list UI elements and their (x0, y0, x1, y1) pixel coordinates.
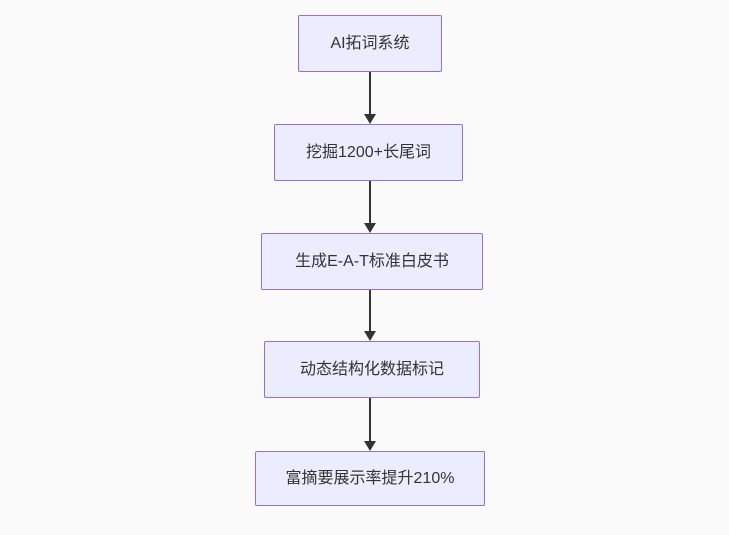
edge-line (369, 290, 371, 333)
flow-node-longtail-mining: 挖掘1200+长尾词 (274, 124, 463, 181)
flow-node-label: 富摘要展示率提升210% (285, 469, 455, 487)
edge-arrow-2 (364, 181, 376, 233)
edge-line (369, 398, 371, 443)
flow-node-label: AI拓词系统 (330, 34, 410, 52)
edge-arrow-4 (364, 398, 376, 451)
arrowhead-down-icon (364, 441, 376, 451)
arrowhead-down-icon (364, 114, 376, 124)
edge-line (369, 72, 371, 116)
flow-node-label: 挖掘1200+长尾词 (306, 143, 431, 161)
flow-node-ai-word-system: AI拓词系统 (298, 15, 442, 72)
edge-arrow-1 (364, 72, 376, 124)
flow-node-eat-whitepaper: 生成E-A-T标准白皮书 (261, 233, 483, 290)
flow-node-label: 生成E-A-T标准白皮书 (295, 252, 449, 270)
flow-node-label: 动态结构化数据标记 (299, 360, 444, 378)
flow-node-structured-data: 动态结构化数据标记 (264, 341, 480, 398)
arrowhead-down-icon (364, 331, 376, 341)
edge-arrow-3 (364, 290, 376, 341)
edge-line (369, 181, 371, 225)
arrowhead-down-icon (364, 223, 376, 233)
flow-node-rich-snippet-result: 富摘要展示率提升210% (255, 451, 485, 506)
